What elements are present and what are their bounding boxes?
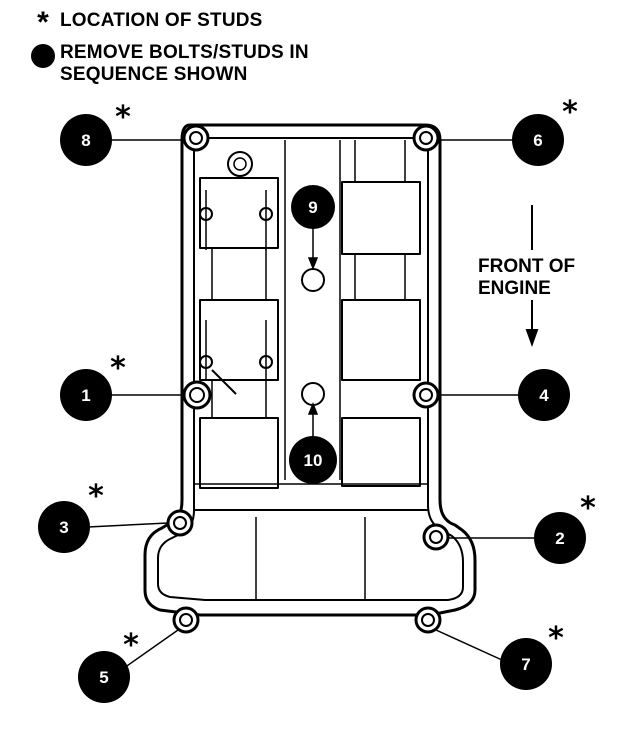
callout-number: 5 bbox=[99, 668, 108, 687]
callout-number: 6 bbox=[533, 131, 542, 150]
callout-6: 6 * bbox=[512, 95, 578, 166]
filled-circle-icon bbox=[31, 44, 55, 68]
callout-2: 2 * bbox=[534, 491, 596, 564]
front-arrow-icon bbox=[525, 205, 539, 347]
callout-number: 8 bbox=[81, 131, 90, 150]
callout-number: 4 bbox=[539, 386, 549, 405]
stud-asterisk-icon: * bbox=[548, 621, 564, 656]
legend-studs-row: * LOCATION OF STUDS bbox=[26, 6, 360, 39]
callout-number: 1 bbox=[81, 386, 90, 405]
callout-3: 3 * bbox=[38, 479, 104, 553]
bolt-holes bbox=[166, 124, 450, 634]
callout-1: 1 * bbox=[60, 351, 126, 421]
stud-asterisk-icon: * bbox=[88, 479, 104, 514]
callout-10: 10 bbox=[289, 436, 337, 484]
legend: * LOCATION OF STUDS REMOVE BOLTS/STUDS I… bbox=[26, 6, 360, 92]
stud-asterisk-icon: * bbox=[562, 95, 578, 130]
stud-asterisk-icon: * bbox=[580, 491, 596, 526]
callout-number: 7 bbox=[521, 655, 530, 674]
legend-sequence-text: REMOVE BOLTS/STUDS IN SEQUENCE SHOWN bbox=[60, 42, 309, 85]
leader-lines bbox=[87, 139, 534, 669]
stud-asterisk-icon: * bbox=[110, 351, 126, 386]
callout-8: 8 * bbox=[60, 100, 131, 166]
stud-asterisk-icon: * bbox=[115, 100, 131, 135]
front-of-engine-label: FRONT OF ENGINE bbox=[478, 256, 576, 299]
callout-5: 5 * bbox=[78, 628, 139, 703]
stud-asterisk-icon: * bbox=[123, 628, 139, 663]
callout-number: 10 bbox=[304, 451, 323, 470]
callout-7: 7 * bbox=[500, 621, 564, 690]
callout-number: 9 bbox=[308, 198, 317, 217]
legend-studs-text: LOCATION OF STUDS bbox=[60, 10, 263, 31]
asterisk-icon: * bbox=[37, 6, 49, 39]
callout-number: 2 bbox=[555, 529, 564, 548]
legend-sequence-row: REMOVE BOLTS/STUDS IN SEQUENCE SHOWN bbox=[26, 42, 360, 86]
callout-9: 9 bbox=[291, 185, 335, 229]
callout-4: 4 bbox=[518, 369, 570, 421]
callout-number: 3 bbox=[59, 518, 68, 537]
